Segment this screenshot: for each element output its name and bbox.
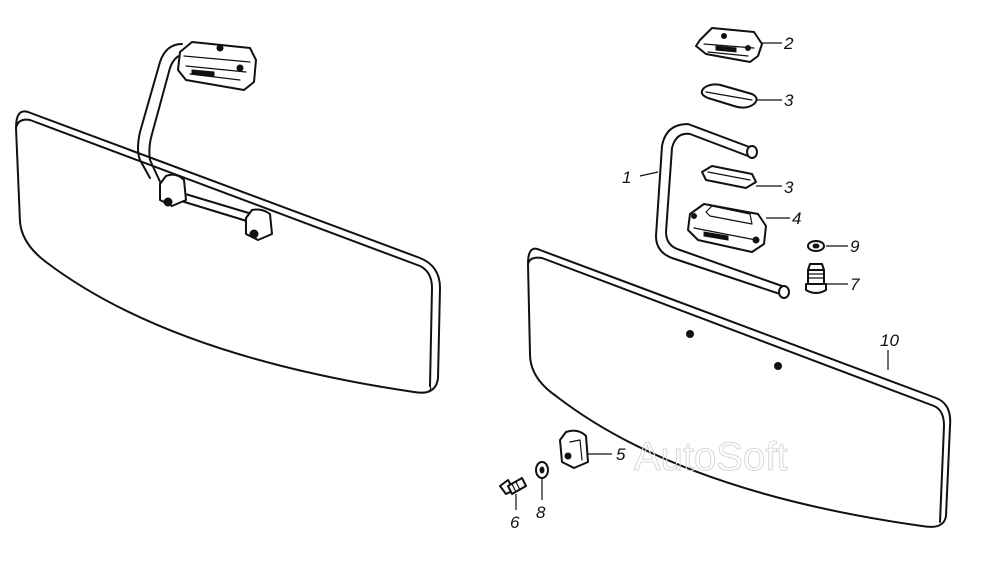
part-7-screw — [805, 263, 827, 294]
label-1: 1 — [622, 168, 631, 187]
leader-lines — [515, 42, 889, 510]
watermark-text: AutoSoft — [634, 435, 787, 479]
label-9: 9 — [850, 237, 860, 256]
part-9-washer — [807, 240, 825, 252]
label-7: 7 — [850, 275, 860, 294]
part-1-support-rod — [655, 123, 790, 299]
part-6-bolt — [499, 477, 527, 495]
label-3a: 3 — [784, 91, 794, 110]
part-4-mounting-base — [687, 203, 767, 253]
label-8: 8 — [536, 503, 546, 522]
label-3b: 3 — [784, 178, 794, 197]
part-5-clip — [559, 429, 589, 469]
part-3-liner-upper — [700, 83, 758, 109]
part-10-visor-panel — [527, 247, 952, 528]
label-2: 2 — [783, 34, 794, 53]
callout-labels: 2 3 1 3 4 9 7 10 5 6 8 — [510, 34, 899, 532]
label-6: 6 — [510, 513, 520, 532]
part-2-hinge-bracket — [695, 27, 763, 63]
label-4: 4 — [792, 209, 801, 228]
label-10: 10 — [880, 331, 899, 350]
assembled-sun-visor — [15, 41, 441, 394]
part-8-nut — [535, 461, 549, 479]
label-5: 5 — [616, 445, 626, 464]
part-3-liner-lower — [701, 165, 757, 189]
